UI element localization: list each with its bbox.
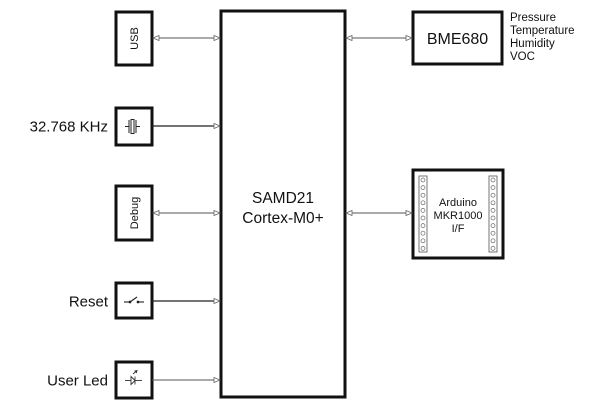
- header-pins-left: [418, 175, 428, 253]
- header-pin-icon: [420, 246, 426, 251]
- arduino-label-line1: Arduino: [439, 197, 477, 209]
- header-pin-icon: [490, 192, 496, 198]
- switch-icon: [124, 296, 144, 304]
- led-block: [114, 360, 154, 400]
- arrow-left-icon: [344, 34, 353, 42]
- usb-block: USB: [114, 10, 154, 67]
- crystal-side-label: 32.768 KHz: [30, 119, 108, 136]
- header-pin-icon: [420, 177, 426, 183]
- bme680-connection: [344, 34, 414, 42]
- arrow-right-icon: [405, 34, 414, 42]
- mcu-label-line1: SAMD21: [252, 190, 314, 207]
- header-pin-icon: [490, 208, 496, 213]
- header-pin-icon: [490, 246, 496, 251]
- bme680-block: BME680: [411, 10, 504, 66]
- header-pin-icon: [420, 200, 426, 206]
- header-pin-icon: [490, 238, 496, 244]
- arrow-right-icon: [405, 209, 414, 217]
- note-voc: VOC: [510, 51, 535, 63]
- led-icon: [125, 369, 142, 386]
- header-pin-icon: [490, 177, 496, 183]
- arrow-right-icon: [213, 297, 222, 305]
- mcu-block: [219, 9, 347, 399]
- crystal-icon: [125, 119, 140, 134]
- arrow-right-icon: [213, 122, 222, 130]
- header-pin-icon: [490, 215, 496, 221]
- arrow-right-icon: [213, 209, 222, 217]
- reset-connection: [152, 297, 222, 305]
- header-pin-icon: [420, 230, 426, 236]
- note-humidity: Humidity: [510, 38, 555, 50]
- bme680-notes: Pressure Temperature Humidity VOC: [510, 12, 575, 63]
- header-pin-icon: [490, 230, 496, 236]
- header-pin-icon: [490, 185, 496, 190]
- crystal-connection: [152, 122, 222, 130]
- reset-block: [114, 281, 154, 320]
- header-pin-icon: [420, 208, 426, 213]
- led-connection: [152, 376, 222, 384]
- arduino-label-line2: MKR1000: [434, 210, 483, 222]
- usb-connection: [151, 34, 222, 42]
- note-pressure: Pressure: [510, 12, 556, 24]
- arrow-left-icon: [151, 34, 160, 42]
- header-pin-icon: [420, 223, 426, 228]
- debug-block: Debug: [114, 184, 154, 242]
- bme680-label: BME680: [427, 31, 488, 48]
- arrow-left-icon: [344, 209, 353, 217]
- arduino-connection: [344, 209, 414, 217]
- arrow-left-icon: [151, 209, 160, 217]
- header-pin-icon: [420, 238, 426, 244]
- debug-label: Debug: [129, 197, 141, 229]
- note-temperature: Temperature: [510, 25, 575, 37]
- header-pin-icon: [420, 185, 426, 190]
- reset-side-label: Reset: [69, 294, 109, 311]
- header-pin-icon: [490, 200, 496, 206]
- header-pins-right: [488, 175, 498, 253]
- mcu-label-line2: Cortex-M0+: [242, 210, 323, 227]
- led-side-label: User Led: [47, 373, 108, 390]
- header-pin-icon: [490, 223, 496, 228]
- arrow-right-icon: [213, 34, 222, 42]
- arduino-label-line3: I/F: [452, 223, 465, 235]
- debug-connection: [151, 209, 222, 217]
- crystal-block: [114, 106, 154, 147]
- arduino-block: Arduino MKR1000 I/F: [411, 168, 505, 260]
- usb-label: USB: [129, 27, 141, 50]
- header-pin-icon: [420, 215, 426, 221]
- header-pin-icon: [420, 192, 426, 198]
- arrow-right-icon: [213, 376, 222, 384]
